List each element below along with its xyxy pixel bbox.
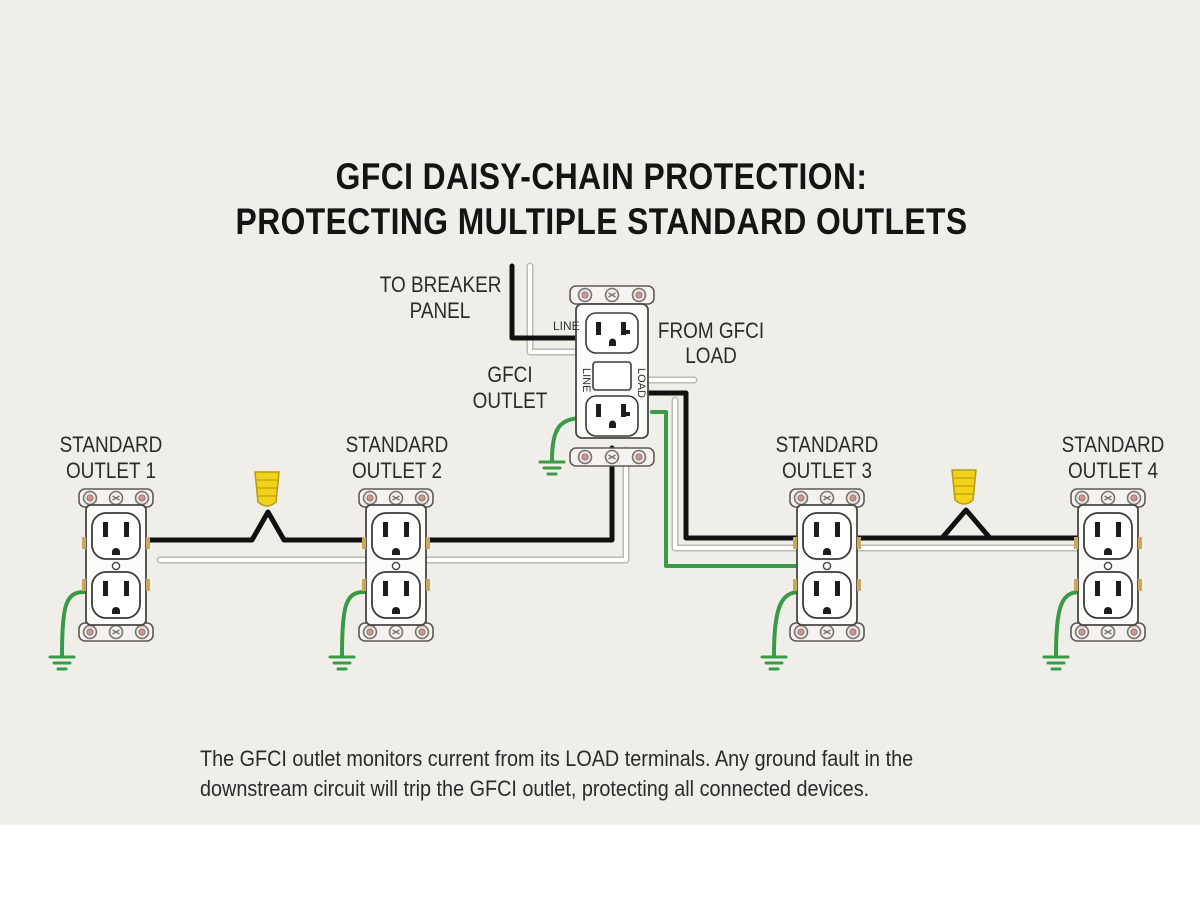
hot-wires: [137, 263, 1085, 543]
breaker-label-line-1: TO BREAKER: [379, 272, 502, 297]
outlet-2-label-line-2: OUTLET 2: [351, 458, 443, 483]
neutral-wires: [156, 262, 1084, 564]
load-label-line-2: LOAD: [685, 343, 737, 368]
ground-symbol-icon: [538, 460, 566, 476]
gfci-label-line-1: GFCI: [487, 362, 533, 387]
caption: The GFCI outlet monitors current from it…: [200, 744, 974, 804]
outlet-3-label-line-2: OUTLET 3: [781, 458, 873, 483]
ground-symbol-icon: [760, 655, 788, 671]
outlet-1-label-line-2: OUTLET 1: [65, 458, 157, 483]
ground-symbol-icon: [48, 655, 76, 671]
standard-outlet-4: [1071, 489, 1145, 641]
title-line-1: GFCI DAISY-CHAIN PROTECTION:: [335, 156, 868, 197]
line-side-label: LINE: [580, 368, 592, 392]
standard-outlet-1: [79, 489, 153, 641]
outlet-4-label-line-2: OUTLET 4: [1067, 458, 1159, 483]
ground-wires: [60, 410, 1082, 657]
line-terminal-label: LINE: [553, 319, 580, 333]
title-line-2: PROTECTING MULTIPLE STANDARD OUTLETS: [235, 201, 968, 242]
wire-nut-icon: [951, 469, 977, 505]
standard-outlet-2: [359, 489, 433, 641]
gfci-outlet: [569, 285, 655, 467]
load-label-line-1: FROM GFCI: [657, 318, 765, 343]
outlet-3-label-line-1: STANDARD: [775, 432, 879, 457]
outlet-1-label-line-1: STANDARD: [59, 432, 163, 457]
caption-line-1: The GFCI outlet monitors current from it…: [200, 746, 914, 771]
breaker-label-line-2: PANEL: [409, 298, 471, 323]
ground-symbol-icon: [328, 655, 356, 671]
wiring-diagram: LINE LINE LOAD: [48, 262, 1200, 671]
wire-nut-icon: [254, 471, 280, 507]
outlet-4-label-line-1: STANDARD: [1061, 432, 1165, 457]
standard-outlet-3: [790, 489, 864, 641]
gfci-label-line-2: OUTLET: [472, 388, 548, 413]
outlet-2-label-line-1: STANDARD: [345, 432, 449, 457]
caption-line-2: downstream circuit will trip the GFCI ou…: [200, 776, 870, 801]
load-side-label: LOAD: [635, 368, 647, 398]
ground-symbol-icon: [1042, 655, 1070, 671]
